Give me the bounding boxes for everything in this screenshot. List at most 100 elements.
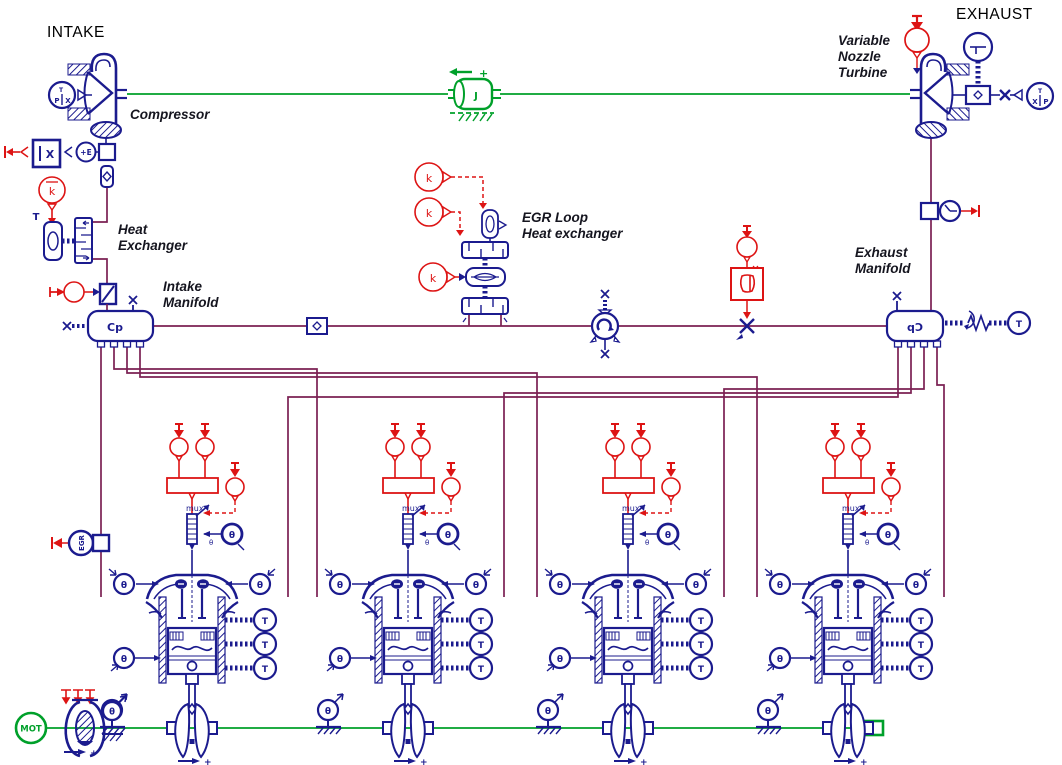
coolant-element[interactable] [481, 209, 499, 239]
pneumatic-lines [92, 138, 945, 597]
compressor-boundary-source[interactable]: T P X [47, 80, 92, 110]
t-label: T [1016, 320, 1023, 330]
butterfly-valve-block[interactable] [730, 267, 764, 301]
sensor-block[interactable] [919, 201, 940, 221]
egr-valve[interactable] [730, 225, 764, 340]
intake-manifold[interactable]: Cp [62, 295, 155, 348]
plus-label: + [90, 749, 98, 759]
intake-throttle[interactable] [49, 281, 118, 311]
em-line1: Exhaust [855, 245, 908, 260]
crank-damper[interactable]: + θ [61, 689, 127, 759]
t-label: T [33, 212, 40, 223]
exhaust-manifold-label: Exhaust Manifold [855, 245, 911, 277]
left-triangle-icon [1012, 88, 1023, 102]
signal-source[interactable] [736, 236, 758, 258]
em-line2: Manifold [855, 261, 911, 276]
coolant-source[interactable] [43, 221, 63, 261]
down-arrow-icon [742, 231, 752, 238]
k-label: k [49, 185, 56, 198]
right-arrow-icon [459, 273, 466, 281]
t-label: T [1038, 88, 1043, 95]
down-arrow-icon [913, 68, 921, 74]
cylinder-2[interactable] [316, 424, 492, 765]
constant-source[interactable] [38, 176, 66, 204]
down-arrow-icon [743, 312, 751, 319]
right-triangle-icon [442, 205, 453, 219]
thermal-resistance-icon [967, 313, 990, 333]
cooler-core-bottom[interactable] [461, 297, 509, 315]
variable-nozzle-turbine[interactable] [908, 52, 971, 140]
egr-cooler[interactable]: k k k [414, 162, 509, 323]
egr-line1: EGR Loop [522, 210, 588, 225]
right-arrow-icon [971, 207, 978, 215]
inertia-label: J [473, 91, 478, 102]
k-label: k [426, 172, 433, 185]
x-valve-icon [999, 89, 1011, 101]
compressor[interactable] [66, 52, 129, 140]
theta-label: θ [109, 708, 115, 718]
vnt-command[interactable] [904, 14, 930, 74]
egr-line-orifice[interactable] [306, 317, 328, 335]
left-arrow-icon [53, 538, 62, 548]
egr-rate-sensor[interactable]: EGR [51, 529, 111, 557]
cylinder-4[interactable] [756, 424, 932, 765]
down-arrow-icon [911, 22, 923, 31]
compressor-label: Compressor [130, 107, 210, 122]
shaft-speed-sensor[interactable]: θ [101, 695, 127, 742]
x-valve-icon [62, 321, 72, 331]
exhaust-manifold[interactable]: Cp [885, 291, 945, 348]
egr-pump[interactable] [589, 289, 621, 359]
im-line1: Intake [163, 279, 203, 294]
x-label: X [65, 97, 71, 105]
leak-valve-icon [128, 295, 138, 311]
right-triangle-icon [446, 270, 457, 284]
signal-out-arrow-icon [6, 148, 13, 156]
k-label: k [426, 207, 433, 220]
leak-valve-icon [892, 291, 902, 311]
signal-source[interactable] [904, 27, 930, 53]
orifice-block[interactable] [964, 84, 992, 106]
heat-exchanger-core[interactable] [74, 217, 93, 264]
exhaust-title: EXHAUST [956, 6, 1033, 23]
right-arrow-icon [78, 749, 86, 755]
x-label: X [46, 148, 55, 161]
exhaust-boundary[interactable]: T X P [952, 31, 1055, 111]
left-triangle-icon [63, 146, 73, 158]
power-source[interactable] [75, 141, 97, 163]
x-label: X [1032, 98, 1038, 106]
vnt-line2: Nozzle [838, 49, 881, 64]
right-triangle-icon [77, 88, 88, 102]
cylinder-1[interactable] [100, 424, 276, 765]
egr-cooler-label: EGR Loop Heat exchanger [522, 210, 623, 242]
shaft-inertia[interactable]: J + [448, 67, 501, 122]
plenum-body[interactable] [86, 309, 155, 343]
temp-source[interactable] [1006, 310, 1032, 336]
intake-manifold-label: Intake Manifold [163, 279, 219, 311]
right-triangle-icon [442, 170, 453, 184]
egr-label: EGR [78, 534, 86, 551]
vnt-label: Variable Nozzle Turbine [838, 33, 890, 81]
sensor-block[interactable] [91, 533, 111, 553]
egr-line2: Heat exchanger [522, 226, 623, 241]
intake-title: INTAKE [47, 24, 105, 41]
left-arrow-icon [449, 68, 457, 76]
exhaust-pressure-sensor[interactable] [919, 199, 980, 223]
engine-load-motor[interactable]: MOT [14, 711, 48, 745]
flow-sensor[interactable] [100, 165, 114, 188]
down-arrow-icon [456, 230, 464, 236]
exhaust-wall-thermal[interactable]: T [945, 310, 1032, 336]
t-label: T [59, 87, 64, 94]
right-arrow-icon [57, 288, 65, 296]
multiplier-block[interactable] [31, 138, 62, 169]
compressor-power-sensors[interactable]: +E X [4, 138, 117, 188]
signal-source[interactable] [63, 281, 85, 303]
motor-label: MOT [20, 725, 42, 735]
left-triangle-icon [19, 146, 29, 158]
cylinder-3[interactable] [536, 424, 712, 765]
plus-label: + [479, 67, 488, 80]
intercooler[interactable]: k T [33, 176, 93, 264]
torque-sensor[interactable] [97, 142, 117, 162]
k-label: k [430, 272, 437, 285]
